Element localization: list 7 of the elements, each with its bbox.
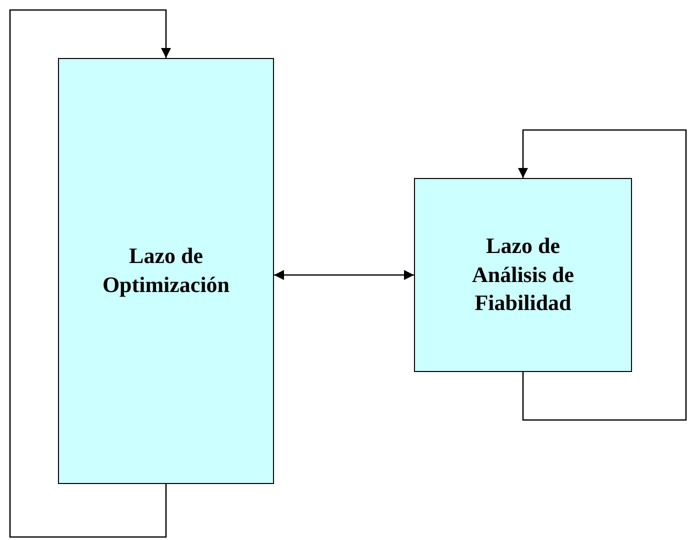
arrow — [274, 270, 414, 280]
arrow — [9, 9, 171, 538]
box-label: Lazo de Análisis de Fiabilidad — [470, 232, 576, 318]
box-label: Lazo de Optimización — [101, 242, 231, 299]
process-box — [414, 178, 632, 372]
arrow — [518, 129, 687, 421]
process-box — [58, 58, 274, 484]
